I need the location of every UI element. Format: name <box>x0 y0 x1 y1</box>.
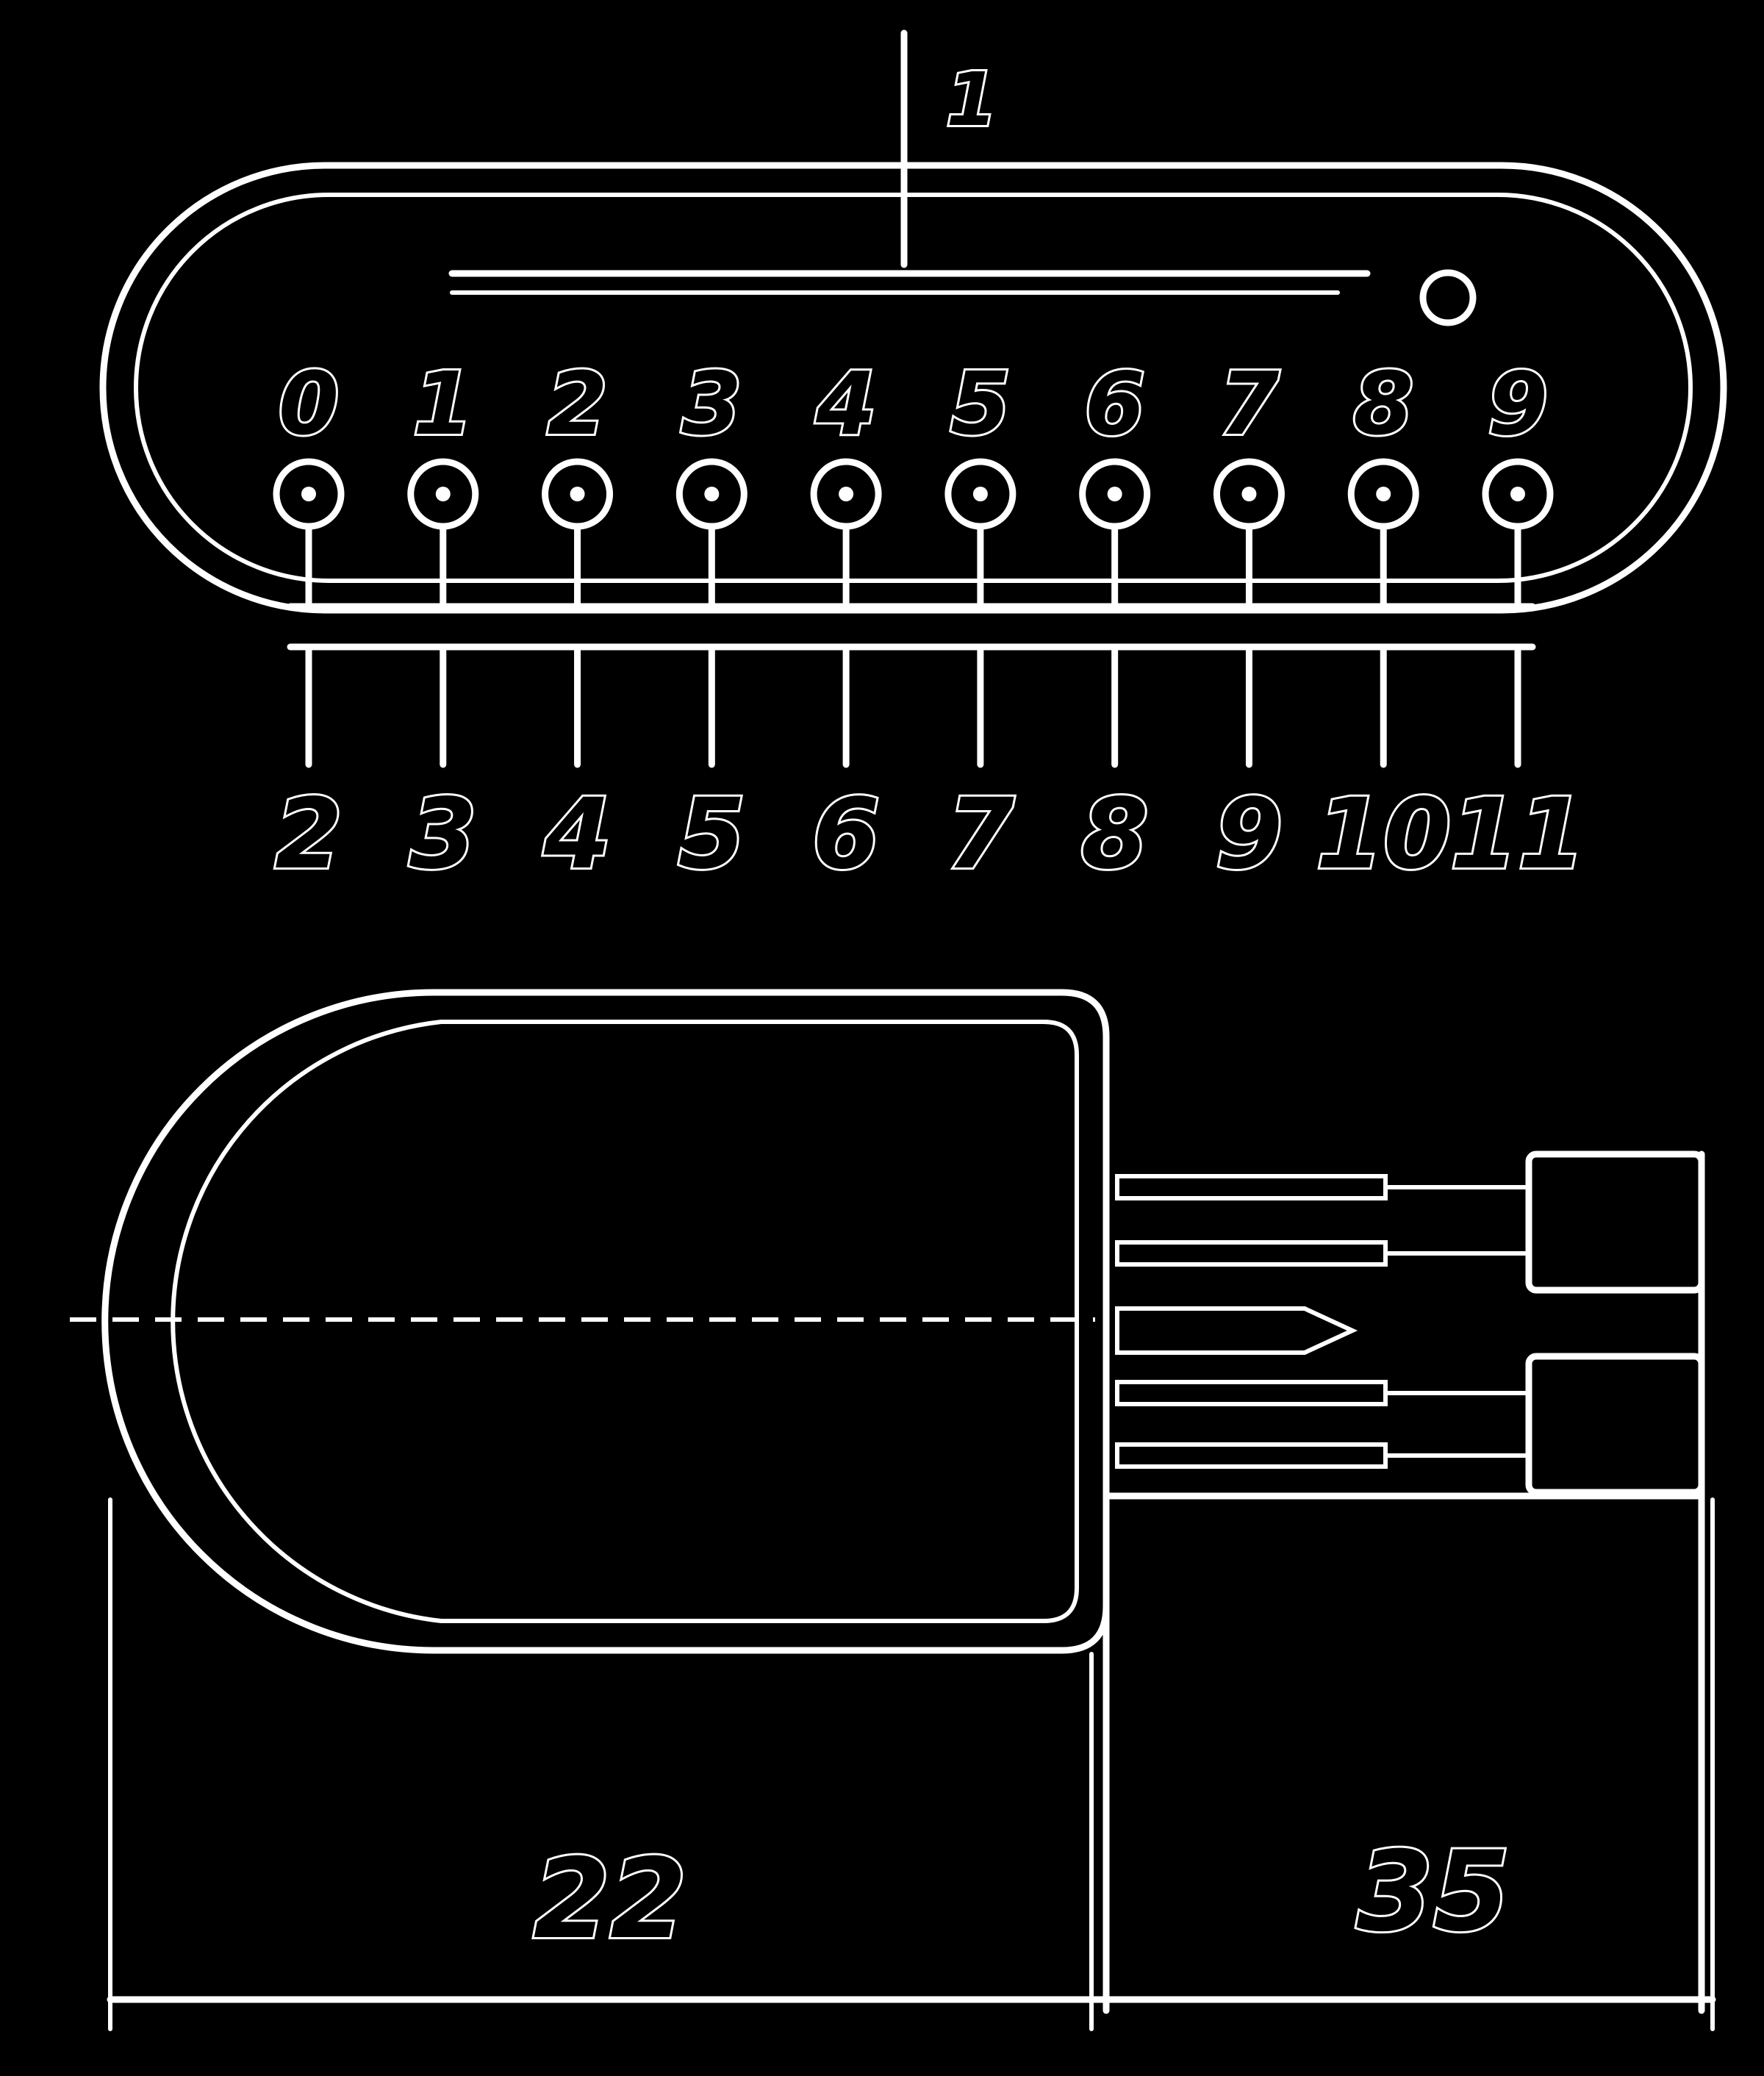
pin-label: 7 <box>1219 353 1279 454</box>
pin-center <box>435 487 451 501</box>
top-envelope-outer <box>99 162 1727 614</box>
lead-label: 8 <box>1081 778 1149 891</box>
pin-center <box>1510 487 1525 501</box>
pin-center <box>1107 487 1122 501</box>
lead-3: 3 <box>407 643 479 893</box>
pin-2: 2 <box>542 351 614 610</box>
pin-0: 0 <box>273 351 345 610</box>
dimension-right-label: 35 <box>1357 1828 1510 1956</box>
lead-wire-4 <box>1115 1442 1388 1469</box>
pin-center <box>704 487 720 501</box>
lead-8: 8 <box>1079 643 1151 893</box>
lead-label: 5 <box>678 778 745 891</box>
lead-7: 7 <box>944 643 1017 893</box>
pin-label: 6 <box>1085 353 1145 454</box>
pin-label: 5 <box>950 353 1011 454</box>
lead-label: 7 <box>947 778 1014 891</box>
lead-2: 2 <box>273 643 345 893</box>
lead-10: 10 <box>1313 643 1453 893</box>
socket-pad-lower <box>1525 1353 1705 1496</box>
pin-8: 8 <box>1347 351 1419 610</box>
top-envelope-inner <box>134 193 1693 583</box>
pin-center <box>301 487 316 501</box>
socket-pad-upper <box>1525 1150 1705 1294</box>
lead-wire-arrow <box>1115 1306 1358 1355</box>
pin-label: 2 <box>548 353 608 454</box>
pin-1: 1 <box>407 351 479 610</box>
lead-wire-3 <box>1115 1380 1388 1406</box>
pin-label: 9 <box>1488 353 1548 454</box>
lead-4: 4 <box>541 643 613 893</box>
lead-label: 10 <box>1316 778 1451 891</box>
lead-label: 2 <box>275 778 343 891</box>
pin-center <box>839 487 854 501</box>
bulb-outline-outer <box>101 989 1110 1654</box>
pin-4: 4 <box>810 351 882 610</box>
pin-label: 8 <box>1353 353 1413 454</box>
pin-5: 5 <box>944 351 1017 610</box>
callout-label: 1 <box>946 57 997 143</box>
lead-9: 9 <box>1213 643 1285 893</box>
lead-label: 11 <box>1450 778 1585 891</box>
pin-6: 6 <box>1079 351 1151 610</box>
pin-center <box>1376 487 1391 501</box>
dimension-left-label: 22 <box>534 1836 687 1964</box>
lead-wire-1 <box>1115 1174 1388 1200</box>
lead-wire-2 <box>1115 1240 1388 1267</box>
lead-label: 3 <box>409 778 477 891</box>
decimal-point-mark <box>1419 269 1477 326</box>
pin-center <box>570 487 585 501</box>
side-view: 22 35 <box>70 989 1716 2031</box>
lead-5: 5 <box>675 643 747 893</box>
pin-label: 1 <box>413 353 473 454</box>
pin-9: 9 <box>1482 351 1554 610</box>
lead-11: 11 <box>1448 643 1588 893</box>
lead-label: 6 <box>812 778 880 891</box>
pin-center <box>1241 487 1257 501</box>
pin-label: 0 <box>279 353 339 454</box>
lead-wires <box>1115 1174 1531 1469</box>
pin-3: 3 <box>675 351 747 610</box>
lead-label: 4 <box>543 778 612 891</box>
pin-center <box>972 487 988 501</box>
pin-7: 7 <box>1213 351 1285 610</box>
lead-6: 6 <box>810 643 882 893</box>
pin-label: 3 <box>681 353 742 454</box>
lead-label: 9 <box>1216 778 1283 891</box>
pin-label: 4 <box>815 353 876 454</box>
